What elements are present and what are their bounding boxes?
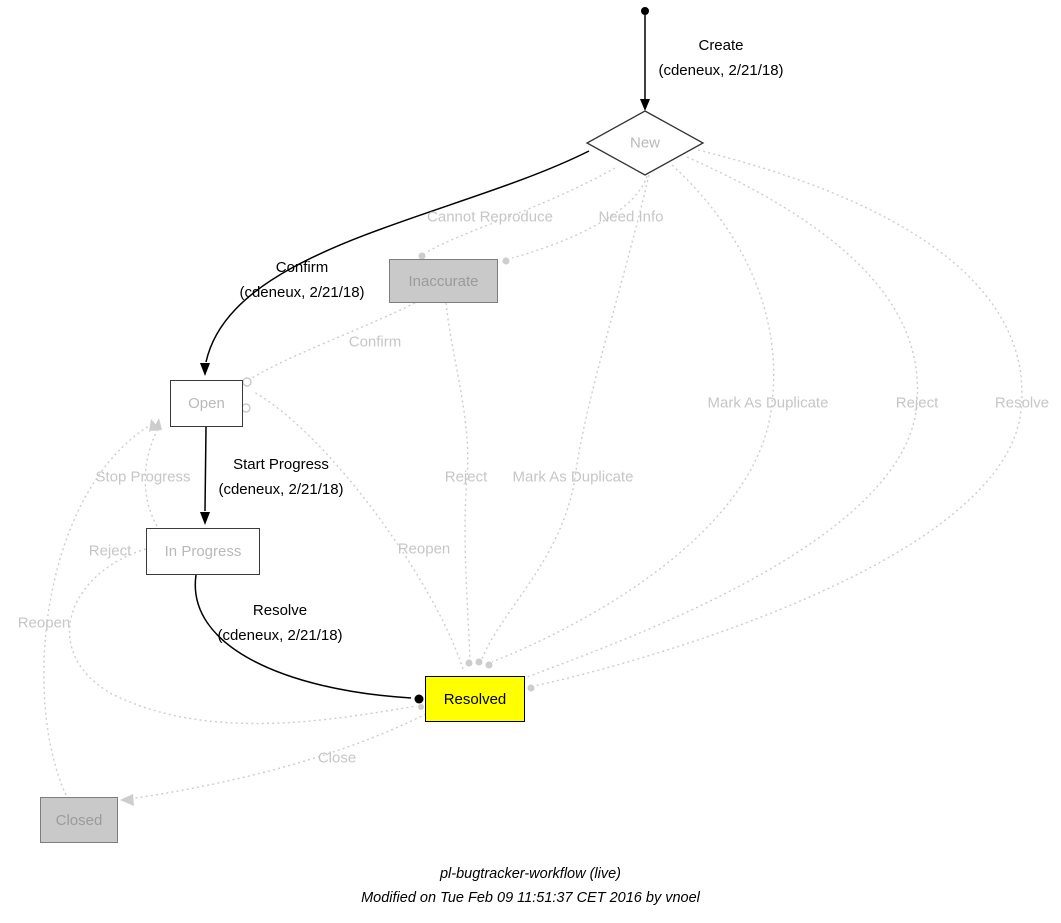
transition-stop-progress: Stop Progress: [95, 468, 191, 486]
edge-confirm-inaccurate-open: [251, 302, 416, 379]
gray-dot: [475, 658, 483, 666]
gray-dot: [418, 704, 424, 710]
gray-dot: [527, 684, 535, 692]
transition-create[interactable]: Create (cdeneux, 2/21/18): [658, 33, 783, 83]
gray-dot: [502, 257, 510, 265]
transition-confirm-meta: (cdeneux, 2/21/18): [239, 284, 365, 301]
transition-close: Close: [317, 749, 357, 767]
black-dot: [414, 694, 424, 704]
transition-mark-as-duplicate-mid: Mark As Duplicate: [512, 468, 634, 486]
node-inaccurate-label: Inaccurate: [408, 272, 479, 290]
edge-mark-as-duplicate-right: [491, 164, 775, 663]
transition-start-progress-name: Start Progress: [233, 456, 329, 473]
active-edge-markers: [200, 7, 650, 704]
edge-resolve-right: [533, 149, 1023, 687]
inactive-edges: [43, 149, 1023, 800]
edge-confirm: [205, 150, 590, 363]
gray-arrowhead: [120, 794, 134, 806]
transition-create-meta: (cdeneux, 2/21/18): [658, 62, 784, 79]
gray-circle: [241, 403, 251, 413]
transition-create-name: Create: [698, 37, 744, 54]
transition-mark-as-duplicate-right: Mark As Duplicate: [707, 394, 829, 412]
active-edges: [194, 15, 646, 699]
gray-arrowhead: [149, 419, 158, 432]
transition-resolve-name: Resolve: [252, 602, 308, 619]
edge-stop-progress: [144, 426, 160, 527]
node-resolved[interactable]: Resolved: [425, 676, 525, 722]
node-closed-label: Closed: [55, 811, 103, 829]
node-open[interactable]: Open: [170, 380, 243, 427]
gray-dot: [465, 659, 473, 667]
edge-reopen-closed-open: [43, 423, 153, 796]
workflow-modified: Modified on Tue Feb 09 11:51:37 CET 2016…: [361, 890, 700, 906]
edge-reject-right: [526, 156, 919, 678]
node-resolved-label: Resolved: [443, 690, 507, 708]
transition-start-progress-meta: (cdeneux, 2/21/18): [218, 481, 344, 498]
gray-circle: [242, 377, 252, 387]
gray-dot: [418, 252, 426, 260]
node-open-label: Open: [188, 395, 225, 412]
arrowhead: [200, 363, 210, 376]
edge-close: [128, 713, 427, 800]
workflow-title: pl-bugtracker-workflow (live): [439, 866, 622, 882]
node-new-shape[interactable]: [585, 110, 705, 176]
transition-confirm[interactable]: Confirm (cdeneux, 2/21/18): [239, 255, 364, 305]
gray-dot: [485, 661, 493, 669]
transition-resolve-meta: (cdeneux, 2/21/18): [217, 627, 343, 644]
edge-mark-as-duplicate-mid: [481, 174, 650, 660]
transition-cannot-reproduce: Cannot Reproduce: [427, 208, 553, 226]
node-in-progress[interactable]: In Progress: [146, 528, 260, 575]
start-dot: [641, 7, 649, 15]
diagram-caption: pl-bugtracker-workflow (live) Modified o…: [0, 862, 1061, 910]
node-inaccurate[interactable]: Inaccurate: [389, 259, 498, 303]
transition-resolve-right: Resolve: [994, 394, 1050, 412]
edge-cannot-reproduce: [426, 167, 616, 253]
transition-reopen-left: Reopen: [17, 614, 71, 632]
transition-reject-right: Reject: [895, 394, 939, 412]
transition-need-info: Need Info: [598, 208, 664, 226]
arrowhead: [200, 512, 210, 525]
transition-confirm-name: Confirm: [275, 259, 329, 276]
node-in-progress-label: In Progress: [164, 543, 242, 560]
edge-start-progress: [204, 426, 207, 512]
transition-confirm-inactive: Confirm: [348, 333, 402, 351]
transition-resolve[interactable]: Resolve (cdeneux, 2/21/18): [217, 598, 342, 648]
node-new-label: New: [629, 134, 661, 152]
transition-reopen-mid: Reopen: [397, 540, 451, 558]
inactive-edge-markers: [120, 252, 535, 806]
edge-resolve: [194, 574, 412, 699]
arrowhead: [640, 99, 650, 111]
inactive-circle-markers: [241, 377, 252, 413]
transition-start-progress[interactable]: Start Progress (cdeneux, 2/21/18): [218, 452, 343, 502]
node-closed[interactable]: Closed: [40, 797, 118, 843]
transition-reject-left: Reject: [88, 542, 132, 560]
transition-reject-mid: Reject: [444, 468, 488, 486]
edge-reopen-resolved-open: [253, 391, 464, 670]
